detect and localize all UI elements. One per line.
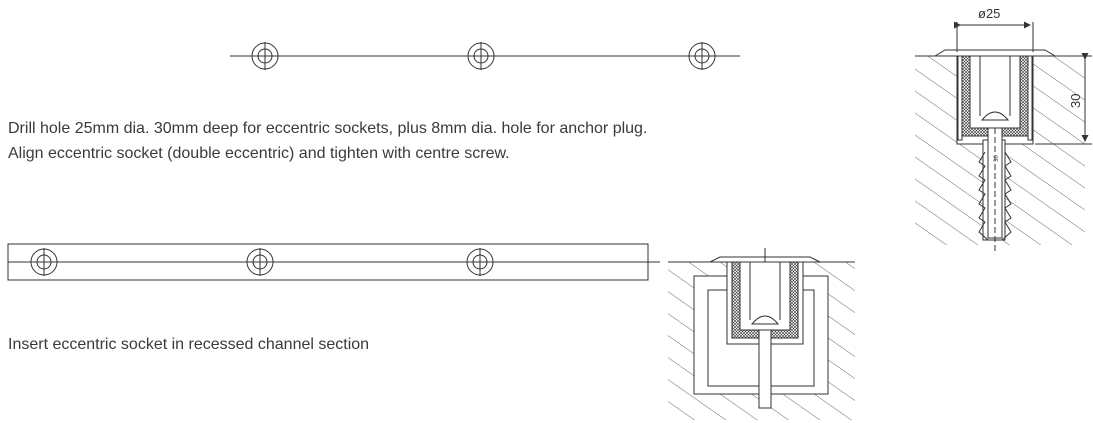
channel-socket-section bbox=[668, 248, 855, 420]
channel-instruction: Insert eccentric socket in recessed chan… bbox=[8, 336, 370, 353]
drill-instruction-line1: Drill hole 25mm dia. 30mm deep for eccen… bbox=[8, 120, 648, 137]
surface-plan-view bbox=[230, 42, 740, 70]
eccentric-socket-symbol bbox=[467, 42, 495, 70]
eccentric-socket-symbol bbox=[30, 248, 58, 276]
channel-plan-view bbox=[7, 243, 660, 281]
eccentric-socket-symbol bbox=[251, 42, 279, 70]
drilled-socket-section bbox=[915, 21, 1092, 252]
anchor-plug-mark: 36 bbox=[994, 155, 1000, 162]
drill-instruction-line2: Align eccentric socket (double eccentric… bbox=[8, 145, 510, 162]
eccentric-socket-symbol bbox=[466, 248, 494, 276]
eccentric-socket-symbol bbox=[246, 248, 274, 276]
diameter-dimension-label: ø25 bbox=[978, 6, 1000, 21]
eccentric-socket-symbol bbox=[688, 42, 716, 70]
depth-dimension-label: 30 bbox=[1068, 94, 1083, 108]
